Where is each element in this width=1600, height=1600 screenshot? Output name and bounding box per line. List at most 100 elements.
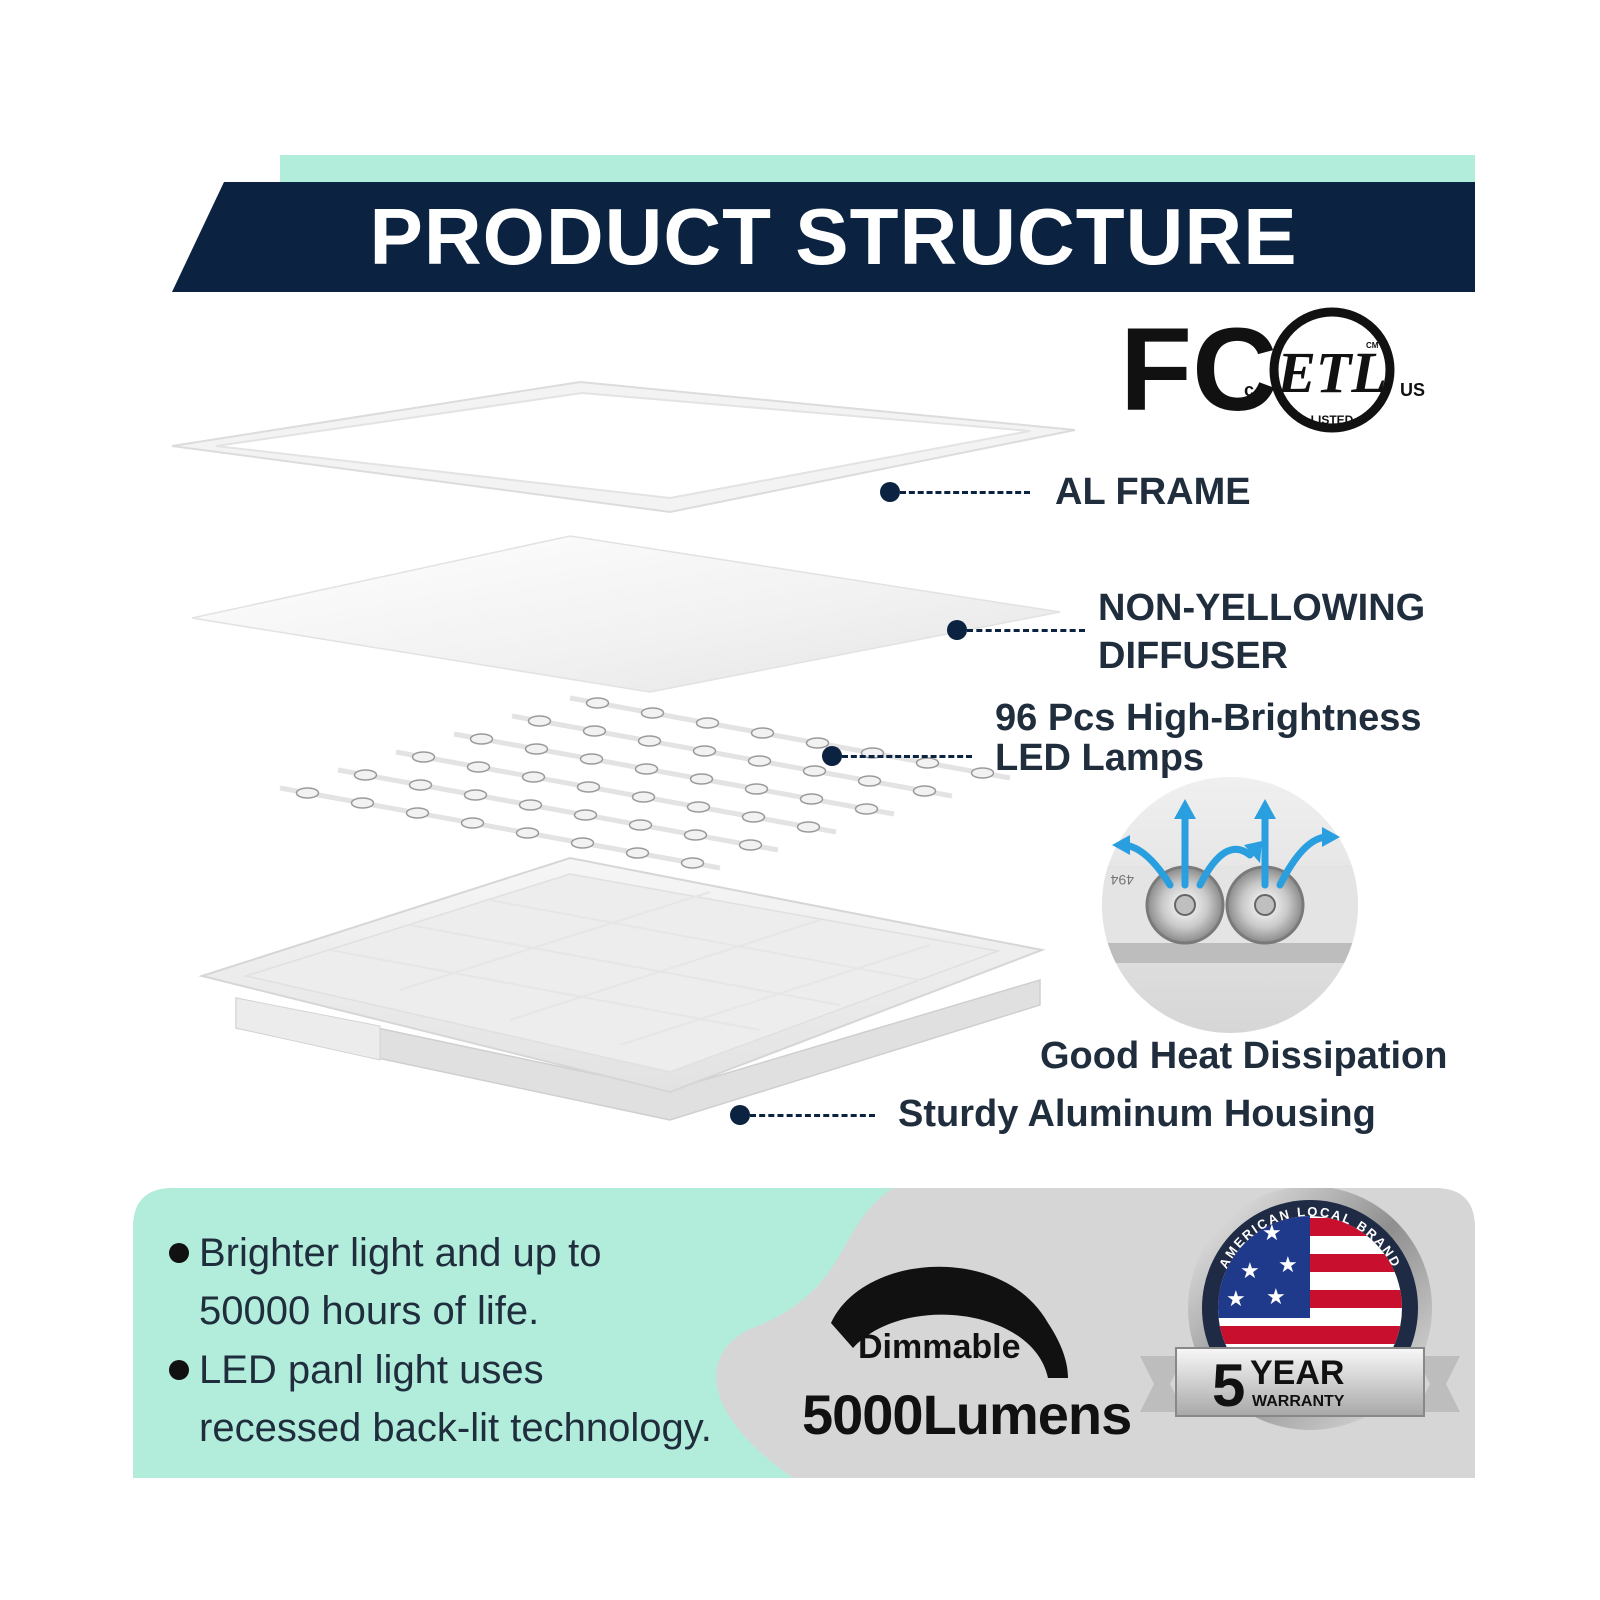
led-chip (637, 735, 662, 747)
led-chip (738, 839, 763, 851)
fcc-logo: FC (1120, 304, 1277, 436)
led-chip (585, 697, 610, 709)
led-chip (680, 857, 705, 869)
led-chip (854, 803, 879, 815)
svg-text:★: ★ (1262, 1221, 1282, 1246)
led-chip (405, 807, 430, 819)
led-chip (579, 753, 604, 765)
led-chip (408, 779, 433, 791)
svg-text:★: ★ (1278, 1253, 1298, 1278)
banner-accent-stripe (280, 155, 1475, 187)
led-chip (692, 745, 717, 757)
bullet-dot-1 (169, 1243, 189, 1263)
svg-text:FC: FC (1120, 304, 1277, 436)
led-chip (796, 821, 821, 833)
lumens-label: 5000Lumens (802, 1383, 1132, 1446)
feature-bullet-2-line2: recessed back-lit technology. (199, 1406, 712, 1450)
led-strips-layer (279, 695, 1011, 871)
led-chip (799, 793, 824, 805)
feature-bullet-1-line1: Brighter light and up to (199, 1231, 602, 1275)
feature-bullet-2-line1: LED panl light uses (199, 1348, 544, 1392)
led-chip (915, 757, 940, 769)
callout-dot-leds (822, 746, 842, 766)
diffuser-layer (191, 535, 1061, 693)
led-chip (625, 847, 650, 859)
warranty-badge: ★★ ★★ ★★ AMERICAN LOCAL BRAND 5 YEAR WAR… (1140, 1188, 1460, 1430)
svg-text:★: ★ (1240, 1259, 1260, 1284)
led-chip (631, 791, 656, 803)
led-chip (582, 725, 607, 737)
label-housing: Sturdy Aluminum Housing (898, 1093, 1376, 1135)
certification-marks: FC c ETL LISTED CM US (1120, 304, 1425, 436)
led-chip (524, 743, 549, 755)
bottom-panel-background (133, 1188, 1475, 1478)
heat-arrows-icon (1118, 811, 1334, 889)
led-chip (689, 773, 714, 785)
callout-leader-frame (900, 491, 1030, 494)
bullet-dot-2 (169, 1360, 189, 1380)
heat-dissipation-inset: 494 (1102, 777, 1358, 1033)
callout-dot-frame (880, 482, 900, 502)
led-chip (460, 817, 485, 829)
banner-background (172, 182, 1475, 292)
led-chip (744, 783, 769, 795)
label-diffuser-line1: NON-YELLOWING (1098, 587, 1426, 629)
led-chip (634, 763, 659, 775)
led-chip (912, 785, 937, 797)
exploded-product-view (171, 380, 1076, 1121)
callout-leader-housing (750, 1114, 875, 1117)
led-chip (802, 765, 827, 777)
warranty-ribbon (1140, 1347, 1460, 1417)
led-chip (295, 787, 320, 799)
led-chip (747, 755, 772, 767)
led-chip (741, 811, 766, 823)
led-chip (628, 819, 653, 831)
led-chip (576, 781, 601, 793)
led-chip (411, 751, 436, 763)
led-chip (683, 829, 708, 841)
led-chip (750, 727, 775, 739)
label-leds-line2: LED Lamps (995, 737, 1205, 779)
label-heat-dissipation: Good Heat Dissipation (1040, 1035, 1448, 1077)
led-chip (353, 769, 378, 781)
svg-text:★: ★ (1226, 1287, 1246, 1312)
led-chip (521, 771, 546, 783)
led-chip (469, 733, 494, 745)
led-chip (686, 801, 711, 813)
page-title: PRODUCT STRUCTURE (369, 192, 1298, 281)
led-chip (573, 809, 598, 821)
svg-text:CM: CM (1366, 341, 1379, 350)
feature-bullet-1-line2: 50000 hours of life. (199, 1289, 540, 1333)
callout-leader-diffuser (967, 629, 1085, 632)
led-chip (466, 761, 491, 773)
label-diffuser-line2: DIFFUSER (1098, 635, 1288, 677)
led-chip (463, 789, 488, 801)
svg-text:ETL: ETL (1276, 340, 1387, 405)
callout-dot-housing (730, 1105, 750, 1125)
svg-text:★: ★ (1266, 1285, 1286, 1310)
led-chip (970, 767, 995, 779)
svg-text:c: c (1244, 380, 1254, 400)
led-chip (695, 717, 720, 729)
callout-dot-diffuser (947, 620, 967, 640)
label-leds-line1: 96 Pcs High-Brightness (995, 697, 1422, 739)
svg-text:US: US (1400, 380, 1425, 400)
al-frame-layer (171, 380, 1076, 514)
svg-text:LISTED: LISTED (1311, 413, 1354, 427)
led-chip (515, 827, 540, 839)
led-chip (518, 799, 543, 811)
callout-leader-leds (842, 755, 972, 758)
label-al-frame: AL FRAME (1055, 471, 1251, 513)
etl-listed-logo: c ETL LISTED CM US (1244, 307, 1425, 433)
svg-text:494: 494 (1110, 872, 1134, 888)
svg-text:YEAR: YEAR (1250, 1354, 1344, 1392)
svg-text:5: 5 (1212, 1352, 1245, 1419)
led-chip (857, 775, 882, 787)
aluminum-housing-layer (198, 856, 1046, 1121)
led-chip (805, 737, 830, 749)
led-chip (640, 707, 665, 719)
dimmable-label: Dimmable (858, 1328, 1021, 1366)
led-chip (350, 797, 375, 809)
led-chip (527, 715, 552, 727)
svg-text:WARRANTY: WARRANTY (1252, 1393, 1345, 1410)
